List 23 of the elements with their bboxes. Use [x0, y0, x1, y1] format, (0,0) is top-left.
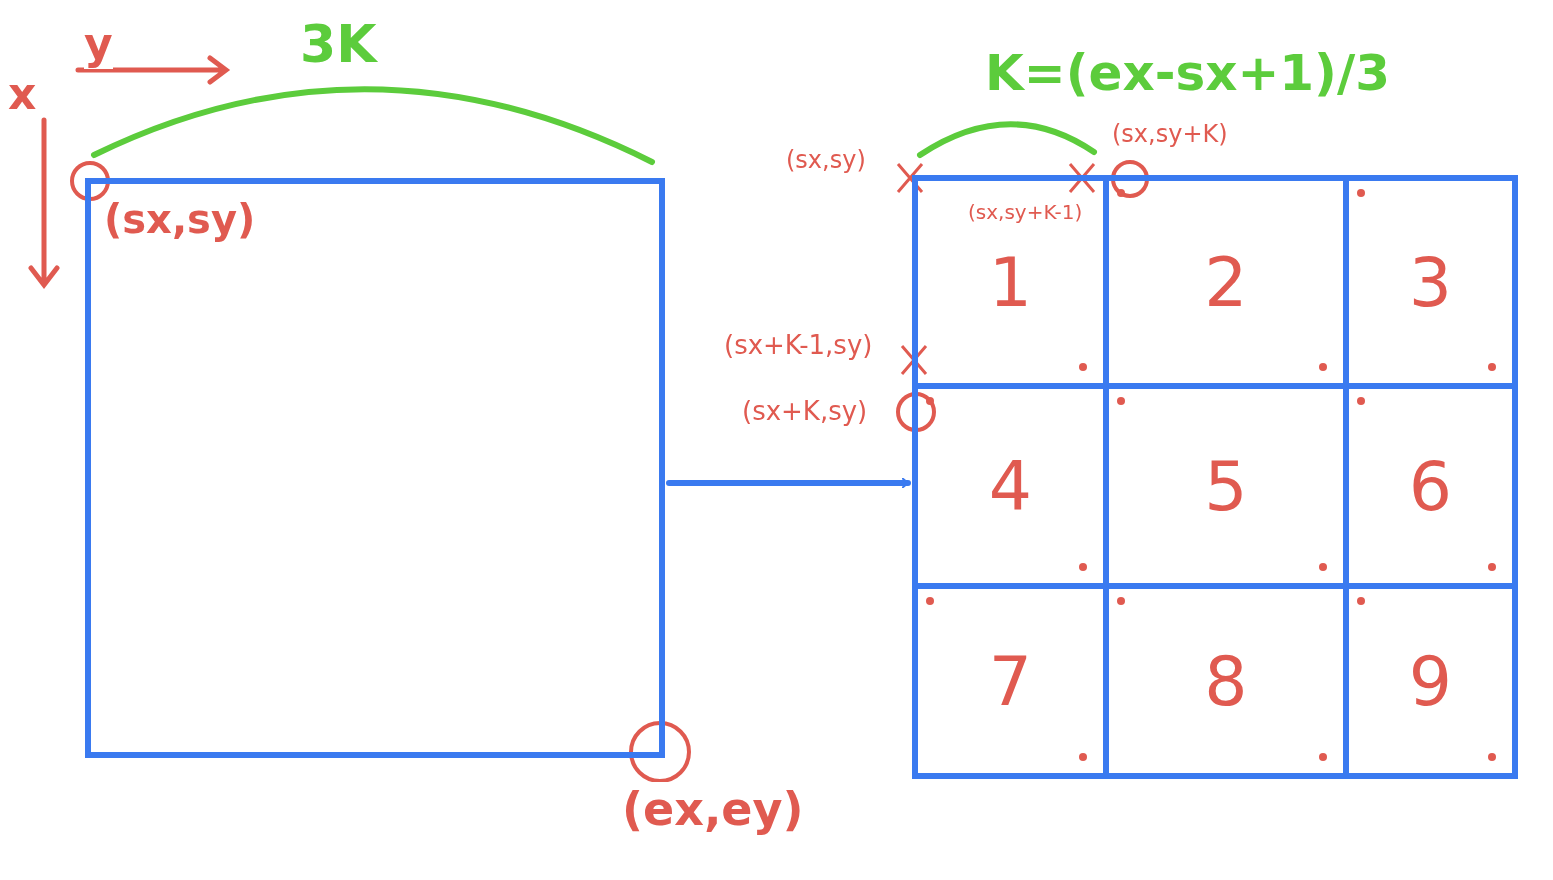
square-outline — [85, 178, 665, 758]
grid-cell — [1346, 586, 1515, 776]
grid-cell — [1106, 586, 1346, 776]
grid-cell — [1346, 178, 1515, 386]
cell-number: 8 — [1204, 641, 1248, 721]
cell-number: 5 — [1204, 446, 1248, 526]
grid-cell — [915, 586, 1106, 776]
grid-outline — [912, 175, 1518, 779]
cell-number: 2 — [1204, 242, 1248, 322]
cell-number: 4 — [988, 446, 1033, 526]
grid-cell — [1346, 386, 1515, 586]
cell-number: 1 — [988, 242, 1033, 322]
label-text: (sx,sy) — [786, 146, 866, 174]
cell-number: 6 — [1408, 446, 1453, 526]
grid-cell — [915, 386, 1106, 586]
label-text: (sx,sy+K) — [1112, 120, 1228, 148]
cell-number: 9 — [1408, 641, 1453, 721]
arrow — [666, 477, 911, 489]
cell-number: 7 — [988, 641, 1033, 721]
cell-number: 3 — [1408, 242, 1453, 322]
grid-cell — [1106, 386, 1346, 586]
grid-cell — [1106, 178, 1346, 386]
grid-cell — [915, 178, 1106, 386]
